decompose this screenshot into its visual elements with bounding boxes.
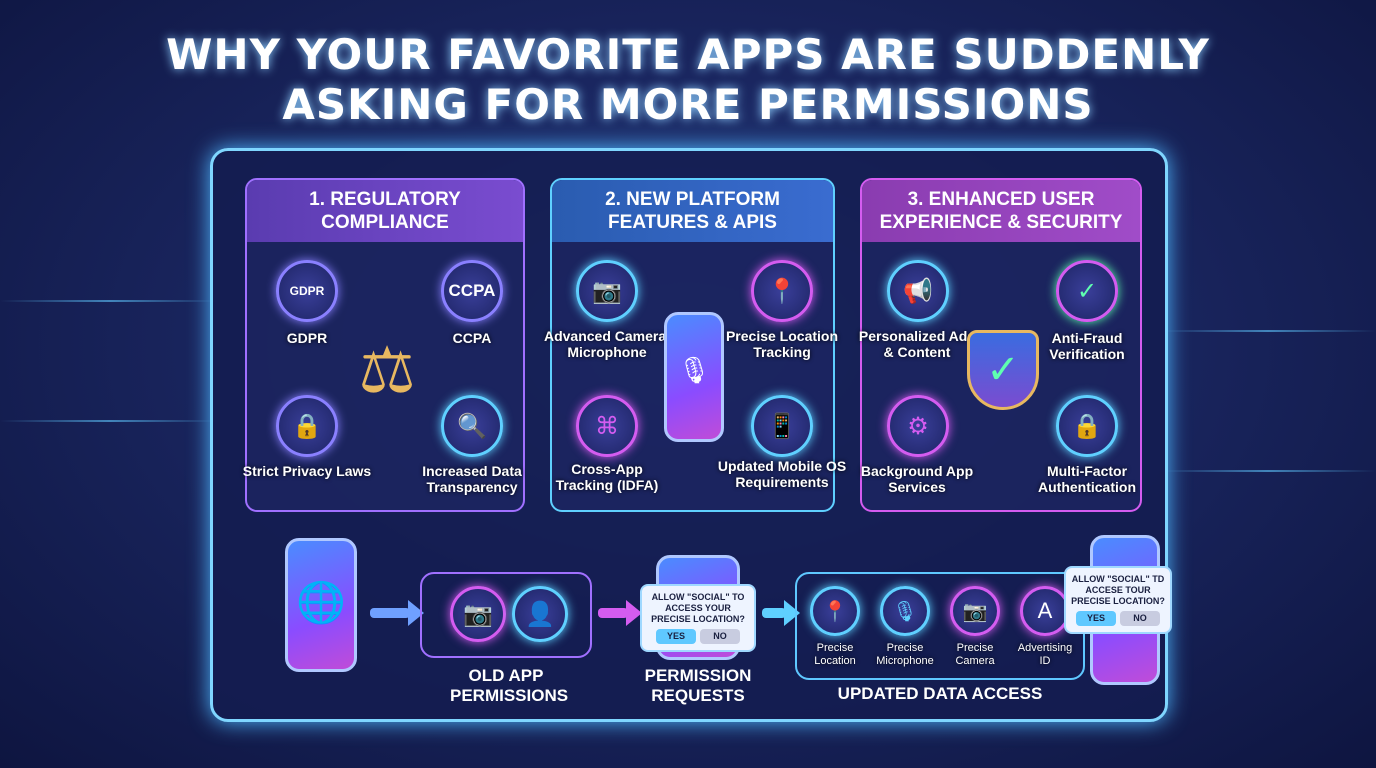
item-label: Personalized Ads & Content xyxy=(858,328,976,360)
shield-check-icon: ✓ xyxy=(967,330,1039,410)
megaphone-screen-icon: 📢 xyxy=(887,260,949,322)
item-label: Background App Services xyxy=(860,463,974,495)
smartphone-microphone-icon: 🎙 xyxy=(664,312,724,442)
panel-platform-features: 2. NEW PLATFORM FEATURES & APIS 📷 Advanc… xyxy=(544,178,846,512)
microphone-icon: 🎙 xyxy=(880,586,930,636)
item-label: Precise Camera xyxy=(955,642,995,667)
item-label: Multi-Factor Authentication xyxy=(1038,463,1136,495)
item-label: GDPR xyxy=(286,330,328,346)
yes-button[interactable]: YES xyxy=(656,629,696,644)
item-label: Advertising ID xyxy=(1017,642,1073,667)
permission-dialog: ALLOW "SOCIAL" TO ACCESS YOUR PRECISE LO… xyxy=(640,584,756,652)
location-pin-icon: 📍 xyxy=(810,586,860,636)
scales-of-justice-icon: ⚖ xyxy=(358,333,416,406)
item-label: Precise Location xyxy=(814,642,856,667)
scan-icon: ⌘ xyxy=(576,395,638,457)
panel-title: 2. NEW PLATFORM FEATURES & APIS xyxy=(552,180,833,242)
phone-globe-icon: 🌐 xyxy=(285,538,357,672)
item-label: Precise Location Tracking xyxy=(725,328,839,360)
arrow-icon xyxy=(762,600,800,626)
arrow-icon xyxy=(370,600,424,626)
item-label: Updated Mobile OS Requirements xyxy=(717,458,847,490)
document-search-icon: 🔍 xyxy=(441,395,503,457)
camera-icon: 📷 xyxy=(950,586,1000,636)
arrow-icon xyxy=(598,600,642,626)
title-line-1: WHY YOUR FAVORITE APPS ARE SUDDENLY xyxy=(166,30,1210,79)
panel-regulatory-compliance: 1. REGULATORY COMPLIANCE GDPR GDPR CCPA … xyxy=(242,178,525,512)
item-label: Anti-Fraud Verification xyxy=(1049,330,1125,362)
old-permissions-label: OLD APP PERMISSIONS xyxy=(450,666,569,705)
permission-dialog-right: ALLOW "SOCIAL" TD ACCESE TOUR PRECISE LO… xyxy=(1064,566,1172,634)
updated-data-access-label: UPDATED DATA ACCESS xyxy=(837,684,1043,703)
title-line-2: ASKING FOR MORE PERMISSIONS xyxy=(282,80,1094,129)
camera-icon: 📷 xyxy=(450,586,506,642)
dialog-text: ALLOW "SOCIAL" TD ACCESE TOUR PRECISE LO… xyxy=(1071,574,1165,606)
camera-icon: 📷 xyxy=(576,260,638,322)
lock-shield-icon: 🔒 xyxy=(276,395,338,457)
item-label: Cross-App Tracking (IDFA) xyxy=(555,461,659,493)
panel-title: 3. ENHANCED USER EXPERIENCE & SECURITY xyxy=(862,180,1140,242)
ccpa-icon: CCPA xyxy=(441,260,503,322)
contacts-icon: 👤 xyxy=(512,586,568,642)
shield-check-icon: ✓ xyxy=(1056,260,1118,322)
phone-icon: 📱 xyxy=(751,395,813,457)
location-pin-icon: 📍 xyxy=(751,260,813,322)
ad-id-icon: A xyxy=(1020,586,1070,636)
database-gear-icon: ⚙ xyxy=(887,395,949,457)
old-permissions-box: 📷 👤 xyxy=(420,572,592,658)
item-label: Strict Privacy Laws xyxy=(242,463,372,479)
permission-requests-label: PERMISSION REQUESTS xyxy=(644,666,752,705)
item-label: Increased Data Transparency xyxy=(422,463,522,495)
dialog-text: ALLOW "SOCIAL" TO ACCESS YOUR PRECISE LO… xyxy=(651,592,745,624)
yes-button[interactable]: YES xyxy=(1076,611,1116,626)
panel-user-experience-security: 3. ENHANCED USER EXPERIENCE & SECURITY 📢… xyxy=(859,178,1142,512)
no-button[interactable]: NO xyxy=(1120,611,1160,626)
no-button[interactable]: NO xyxy=(700,629,740,644)
panel-title: 1. REGULATORY COMPLIANCE xyxy=(247,180,523,242)
updated-data-access-box: 📍 Precise Location 🎙 Precise Microphone … xyxy=(795,572,1085,680)
item-label: CCPA xyxy=(452,330,492,346)
lock-icon: 🔒 xyxy=(1056,395,1118,457)
item-label: Precise Microphone xyxy=(876,642,934,667)
item-label: Advanced Camera/ Microphone xyxy=(543,328,671,360)
gdpr-icon: GDPR xyxy=(276,260,338,322)
